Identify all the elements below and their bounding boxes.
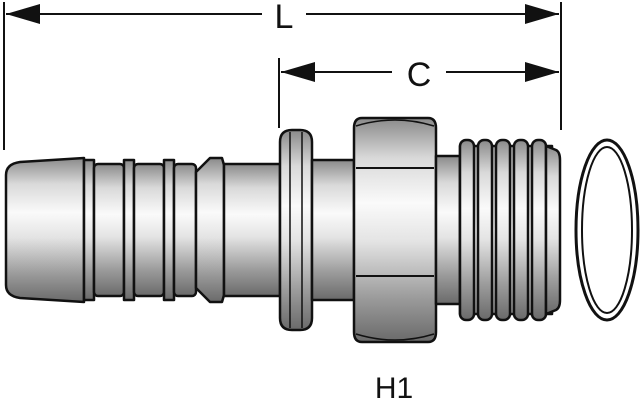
- barb-ring: [82, 158, 96, 302]
- barb-ring: [162, 158, 176, 302]
- dimension-label-l: L: [275, 0, 294, 36]
- dimension-c: C: [278, 56, 559, 128]
- thread-crest: [476, 138, 494, 322]
- dimension-label-c: C: [407, 56, 432, 94]
- arrowhead-l-right: [525, 4, 559, 24]
- barb-ring: [132, 162, 166, 298]
- thread-undercut: [434, 154, 462, 306]
- arrowhead-l-left: [6, 4, 40, 24]
- o-ring-inner: [581, 146, 633, 314]
- o-ring: [574, 138, 640, 322]
- barb-ring: [172, 162, 198, 298]
- hex-nut: [352, 116, 438, 344]
- hex-nut-chamfer: [355, 119, 435, 127]
- hose-stem-nose: [4, 156, 86, 304]
- barb-ring: [122, 158, 136, 302]
- thread-crest: [530, 138, 548, 322]
- thread-crest: [458, 138, 476, 322]
- thread-crest: [512, 138, 530, 322]
- stem-neck: [194, 156, 226, 304]
- o-ring-outer: [574, 138, 640, 322]
- arrowhead-c-left: [281, 62, 315, 82]
- thread-section: [458, 138, 562, 322]
- hex-nut-chamfer: [355, 333, 435, 341]
- thread-end: [544, 144, 562, 316]
- fitting-body: [4, 116, 562, 344]
- arrowhead-c-right: [525, 62, 559, 82]
- stem-shoulder: [222, 162, 282, 298]
- barb-ring: [92, 162, 126, 298]
- barb-rings: [82, 158, 198, 302]
- part-label: H1: [375, 372, 413, 405]
- nut-spacer: [310, 158, 356, 302]
- flange-collar: [278, 128, 314, 332]
- dimension-l: L: [3, 0, 562, 150]
- thread-crest: [494, 138, 512, 322]
